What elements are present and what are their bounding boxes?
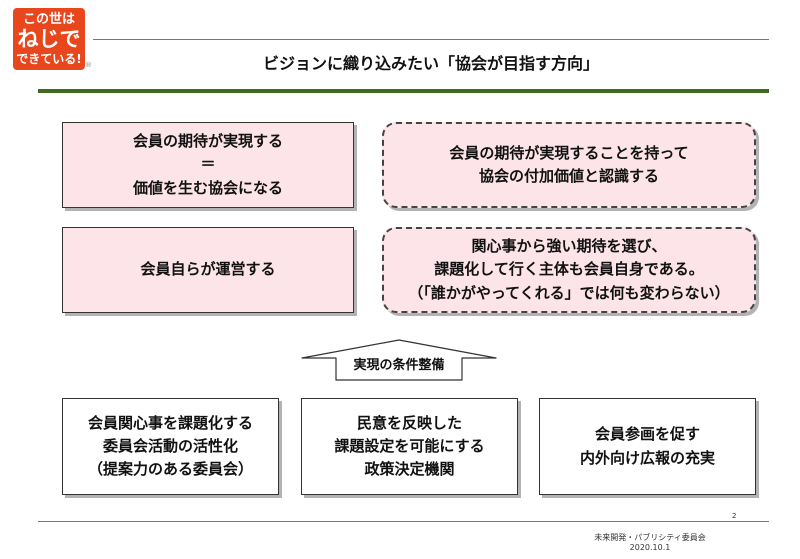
logo-line-2: ねじで [17, 27, 81, 51]
box-member-agency-text: 関心事から強い期待を選び、 課題化して行く主体も会員自身である。 （「誰かがやっ… [408, 237, 730, 302]
footer-rule [38, 521, 769, 522]
box-policy-body-text: 民意を反映した 課題設定を可能にする 政策決定機関 [334, 413, 485, 479]
logo: この世は ねじで できている! [13, 8, 85, 70]
registered-mark: ® [85, 61, 92, 69]
page-title: ビジョンに織り込みたい「協会が目指す方向」 [262, 54, 599, 73]
header-rule [93, 39, 769, 40]
arrow-label: 実現の条件整備 [353, 358, 445, 373]
box-committee-activity: 会員関心事を課題化する 委員会活動の活性化 （提案力のある委員会） [62, 398, 279, 495]
box-policy-body: 民意を反映した 課題設定を可能にする 政策決定機関 [301, 398, 518, 495]
box-member-managed-text: 会員自らが運営する [140, 260, 276, 279]
box-member-expectation-text: 会員の期待が実現する ＝ 価値を生む協会になる [132, 132, 283, 197]
box-public-relations-text: 会員参画を促す 内外向け広報の充実 [579, 425, 715, 467]
box-committee-activity-text: 会員関心事を課題化する 委員会活動の活性化 （提案力のある委員会） [87, 413, 253, 479]
box-public-relations: 会員参画を促す 内外向け広報の充実 [539, 398, 756, 495]
title-underline [38, 89, 769, 93]
logo-line-1: この世は [22, 12, 75, 27]
box-member-managed: 会員自らが運営する [62, 227, 354, 313]
box-member-expectation: 会員の期待が実現する ＝ 価値を生む協会になる [62, 122, 354, 208]
footer-date: 2020.10.1 [629, 543, 671, 552]
box-added-value: 会員の期待が実現することを持って 協会の付加価値と認識する [382, 122, 756, 208]
page-number: 2 [732, 512, 737, 520]
up-arrow-icon [301, 339, 497, 381]
logo-line-3: できている! [16, 52, 82, 66]
footer-department: 未来開発・パブリシティ委員会 [594, 533, 706, 542]
box-added-value-text: 会員の期待が実現することを持って 協会の付加価値と認識する [449, 143, 689, 185]
box-member-agency: 関心事から強い期待を選び、 課題化して行く主体も会員自身である。 （「誰かがやっ… [382, 227, 756, 313]
